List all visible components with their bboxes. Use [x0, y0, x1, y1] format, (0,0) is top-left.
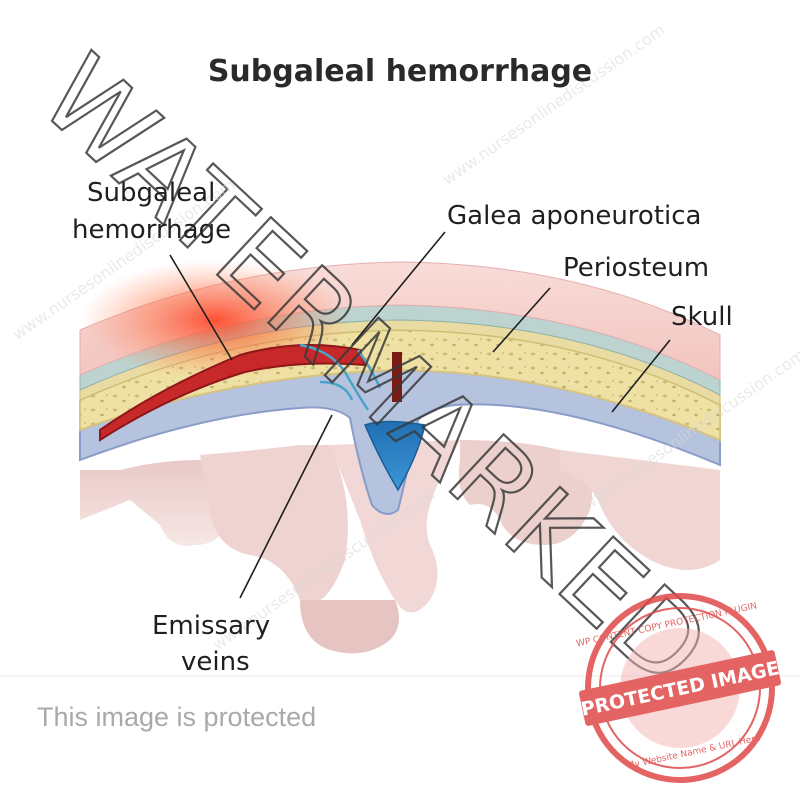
- brain: [80, 440, 720, 654]
- subgaleal-hemorrhage: [99, 344, 367, 442]
- leader-line-skull: [611, 339, 671, 413]
- superior-sagittal-sinus: [363, 420, 426, 492]
- emissary-veins: [299, 343, 382, 411]
- label-galea-aponeurotica: Galea aponeurotica: [447, 201, 702, 231]
- label-subgaleal-hemorrhage-line2: hemorrhage: [72, 215, 232, 245]
- leader-line-galea: [351, 231, 446, 346]
- label-periosteum: Periosteum: [563, 253, 710, 283]
- diagram-title: Subgaleal hemorrhage: [207, 54, 593, 89]
- protected-notice: This image is protected: [37, 702, 317, 732]
- leader-line-periosteum: [492, 287, 551, 353]
- label-subgaleal-hemorrhage-line1: Subgaleal: [87, 178, 216, 208]
- label-skull: Skull: [671, 302, 733, 332]
- leader-line-subgaleal: [169, 254, 233, 361]
- label-emissary-veins-line2: veins: [181, 647, 250, 674]
- leader-line-emissary: [239, 414, 333, 599]
- label-emissary-veins-line1: Emissary: [152, 611, 271, 641]
- emissary-channel: [392, 352, 402, 402]
